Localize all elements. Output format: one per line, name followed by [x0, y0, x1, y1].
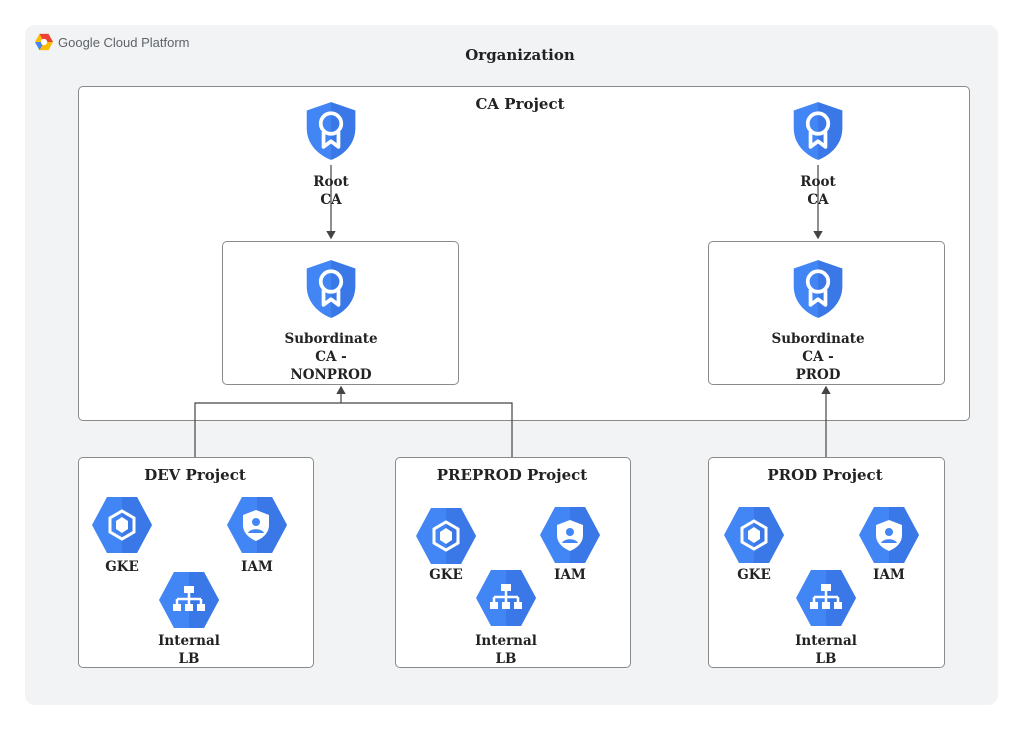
dev-project-box	[78, 457, 314, 668]
dev-load-balancer-icon	[157, 568, 221, 632]
line-dev-to-nonprod	[194, 402, 341, 457]
preprod-iam-label: IAM	[554, 567, 586, 583]
preprod-iam-icon	[538, 503, 602, 567]
preprod-load-balancer-icon	[474, 566, 538, 630]
line-preprod-to-nonprod	[341, 402, 513, 457]
gcp-hexagon-icon	[35, 33, 53, 51]
dev-iam-label: IAM	[241, 559, 273, 575]
prod-project-title: PROD Project	[767, 466, 883, 484]
prod-project-box	[708, 457, 945, 668]
prod-gke-label: GKE	[737, 567, 771, 583]
organization-title: Organization	[465, 46, 575, 64]
subordinate-nonprod-certificate-icon	[303, 258, 359, 320]
dev-gke-icon	[90, 493, 154, 557]
gcp-logo: Google Cloud Platform	[35, 33, 190, 51]
subordinate-prod-certificate-icon	[790, 258, 846, 320]
root-ca-right-certificate-icon	[790, 100, 846, 162]
ca-project-title: CA Project	[475, 95, 565, 113]
preprod-gke-label: GKE	[429, 567, 463, 583]
dev-iam-icon	[224, 493, 290, 557]
prod-iam-label: IAM	[873, 567, 905, 583]
logo-text: Google Cloud Platform	[58, 34, 190, 50]
dev-project-title: DEV Project	[144, 466, 246, 484]
root-ca-left-certificate-icon	[303, 100, 359, 162]
dev-gke-label: GKE	[105, 559, 139, 575]
preprod-gke-icon	[414, 504, 478, 568]
preprod-project-title: PREPROD Project	[436, 466, 588, 484]
prod-gke-icon	[722, 503, 786, 567]
prod-load-balancer-icon	[794, 566, 858, 630]
prod-iam-icon	[857, 503, 921, 567]
